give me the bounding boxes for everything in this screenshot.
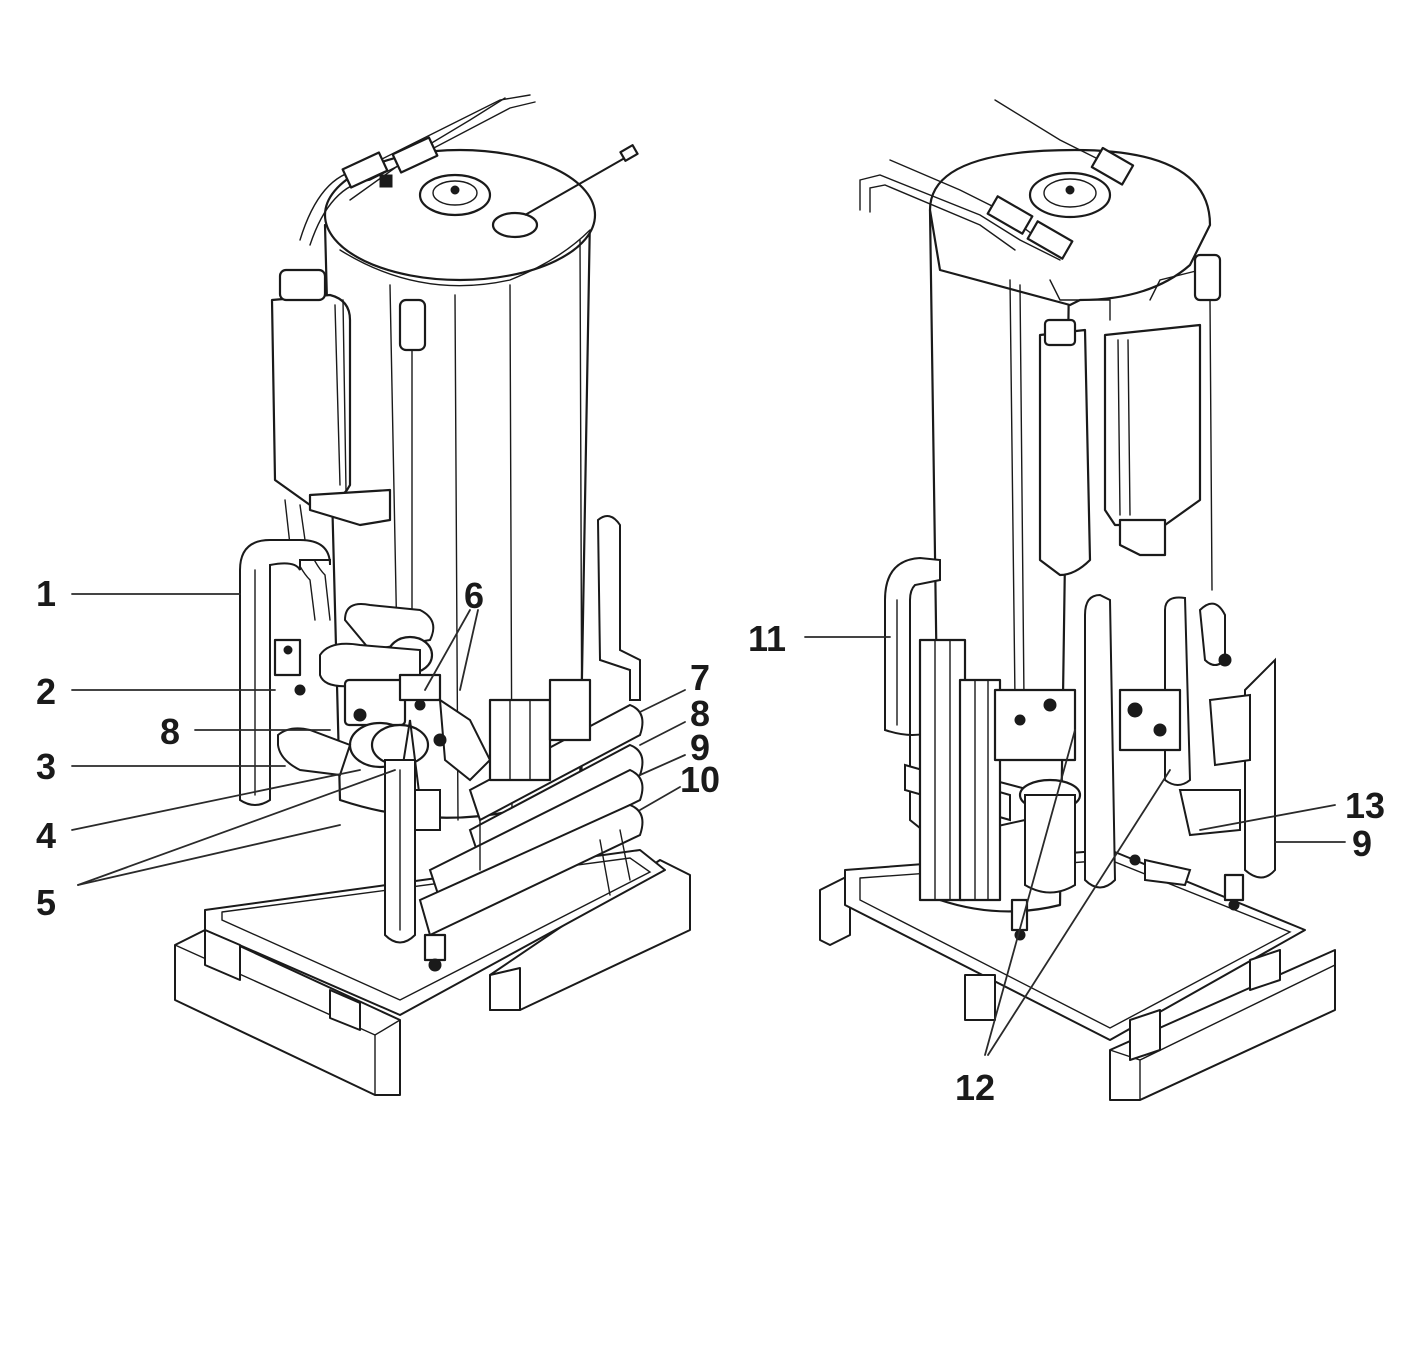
left-top-piping (299, 94, 536, 246)
callout-12: 12 (955, 1067, 995, 1108)
callout-3: 3 (36, 746, 56, 787)
callout-6: 6 (464, 575, 484, 616)
callout-9-left: 9 (690, 727, 710, 768)
callout-9-right: 9 (1352, 823, 1372, 864)
callout-5: 5 (36, 882, 56, 923)
right-base-assembly (918, 638, 1082, 941)
left-right-side-pipe (596, 515, 641, 701)
right-filter-housing-2 (1103, 299, 1213, 591)
leader-6b (459, 609, 479, 691)
leader-13 (1199, 804, 1336, 831)
right-pallet (819, 849, 1336, 1101)
leader-lines (71, 593, 1346, 1056)
right-filter-housing-1 (1038, 318, 1092, 577)
left-manifold-pipes (418, 678, 644, 937)
right-unit-view (819, 99, 1336, 1101)
right-top-piping (859, 99, 1222, 321)
left-pallet (174, 849, 691, 1096)
leader-7 (639, 689, 686, 713)
leader-4 (71, 769, 361, 831)
leader-5a (77, 824, 341, 886)
left-unit-view (174, 94, 691, 1096)
callout-labels: 1 2 3 4 5 6 7 8 8 9 9 10 11 12 13 (36, 573, 1385, 1108)
left-tall-pipe (239, 539, 331, 806)
leader-5b (77, 769, 396, 886)
callout-4: 4 (36, 815, 56, 856)
callout-8-right: 8 (690, 693, 710, 734)
leader-12a (984, 729, 1076, 1056)
left-filter-housing (270, 268, 427, 621)
callout-10: 10 (680, 759, 720, 800)
leader-9-left (639, 754, 686, 776)
callout-2: 2 (36, 671, 56, 712)
right-vertical-pipes (1084, 593, 1276, 911)
leader-10 (639, 786, 681, 811)
callout-7: 7 (690, 657, 710, 698)
left-valve-cluster (273, 603, 492, 822)
left-front-vertical-pipe (384, 759, 447, 972)
callout-8-left: 8 (160, 711, 180, 752)
callout-1: 1 (36, 573, 56, 614)
leader-6a (424, 609, 471, 691)
callout-11: 11 (748, 618, 786, 659)
leader-12b (987, 769, 1171, 1056)
leader-8-right (639, 721, 686, 746)
callout-13: 13 (1345, 785, 1385, 826)
